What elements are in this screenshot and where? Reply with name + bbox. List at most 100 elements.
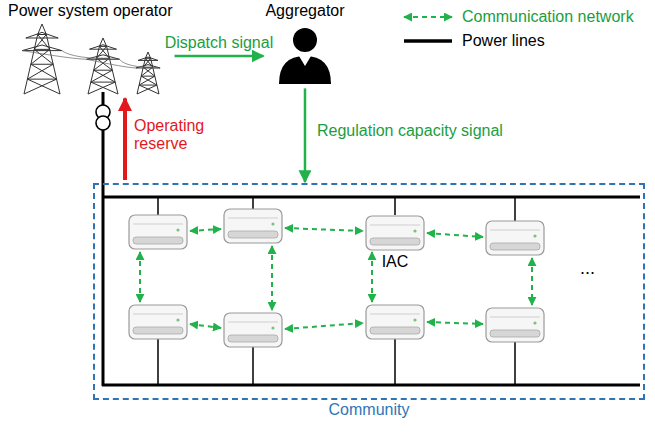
transformer-symbol [96, 105, 110, 130]
ac-vent [228, 335, 278, 342]
unit-drop-line [157, 339, 159, 385]
aggregator-node: Aggregator [265, 2, 344, 86]
ac-vent [370, 238, 420, 245]
air-conditioner [366, 305, 424, 339]
transmission-towers [8, 20, 168, 96]
signal-arrow [123, 98, 127, 180]
comm-link [285, 228, 363, 231]
unit-drop-line [157, 197, 159, 215]
air-conditioner [129, 215, 187, 249]
communication-links [140, 228, 532, 329]
tower-legs [137, 52, 159, 94]
ac-seam [228, 322, 278, 323]
comm-link [190, 229, 221, 231]
unit-drop-line [514, 342, 516, 385]
community-box: CommunityIAC [93, 183, 645, 400]
continuation-mark: ... [580, 258, 595, 279]
legend-text: Communication network [462, 8, 634, 26]
power-line [102, 384, 640, 387]
ac-vent [228, 231, 278, 238]
tower-bracing [91, 71, 115, 83]
air-conditioner-units [129, 209, 544, 347]
ac-led [533, 234, 536, 237]
ac-body [366, 216, 424, 250]
comm-link [285, 323, 363, 329]
ac-vent [133, 327, 183, 334]
signal-arrow [304, 88, 307, 182]
tower-legs [88, 38, 118, 94]
overhead-wire [87, 60, 136, 69]
unit-drop-line [394, 197, 396, 215]
overhead-wire [62, 51, 120, 60]
ac-seam [228, 218, 278, 219]
ac-body [486, 221, 544, 255]
tower-bracing [88, 82, 118, 94]
ac-led [271, 326, 274, 329]
comm-link [139, 252, 141, 302]
signal-label: Regulation capacity signal [317, 122, 503, 140]
person-head [293, 28, 317, 52]
ac-body [129, 215, 187, 249]
iac-drawing [365, 215, 425, 251]
signal-label: Operating reserve [134, 117, 216, 154]
overhead-wire [120, 60, 161, 69]
overhead-wires [22, 51, 160, 68]
iac-unit: IAC [365, 215, 425, 271]
legend-text: Power lines [462, 32, 545, 50]
tower-crossarm [22, 45, 62, 51]
transformer-coil [96, 116, 110, 130]
air-conditioner [129, 305, 187, 339]
air-conditioner [486, 308, 544, 342]
comm-link [427, 233, 483, 237]
signal-label: Dispatch signal [165, 34, 274, 52]
ac-body [366, 305, 424, 339]
legend-sample [400, 34, 456, 48]
person-body [279, 56, 331, 84]
ac-seam [370, 225, 420, 226]
comm-sample [404, 16, 452, 18]
ac-led [271, 222, 274, 225]
legend-sample [400, 10, 456, 24]
overhead-wire [22, 51, 86, 60]
legend: Communication networkPower lines [400, 5, 634, 53]
signal-arrow [175, 55, 264, 58]
ac-vent [490, 243, 540, 250]
air-conditioner [366, 216, 424, 250]
ac-vent [370, 327, 420, 334]
operator-node: Power system operator [8, 2, 173, 96]
legend-row: Power lines [400, 29, 634, 53]
tower-bracing [139, 77, 157, 86]
ac-seam [490, 230, 540, 231]
ac-body [224, 209, 282, 243]
unit-label: IAC [382, 253, 409, 271]
tower-bracing [24, 80, 60, 95]
ac-vent [490, 330, 540, 337]
community-label: Community [95, 401, 643, 419]
aggregator-icon [275, 26, 335, 86]
tower-crossarm [138, 57, 158, 60]
ac-seam [490, 317, 540, 318]
ac-led [176, 318, 179, 321]
unit-drop-line [514, 197, 516, 221]
comm-link [531, 258, 533, 305]
comm-link [371, 252, 373, 302]
ac-led [176, 228, 179, 231]
unit-drops [158, 197, 515, 385]
tower-crossarm [26, 33, 58, 39]
ac-seam [133, 314, 183, 315]
unit-drop-line [394, 339, 396, 385]
legend-row: Communication network [400, 5, 634, 29]
ac-body [486, 308, 544, 342]
tower-bracing [141, 68, 155, 77]
comm-link [427, 322, 483, 324]
tower-bracing [27, 65, 56, 80]
transmission-tower [22, 24, 62, 94]
ac-vent [133, 237, 183, 244]
power-lines [102, 92, 640, 386]
air-conditioner [224, 209, 282, 243]
comm-link [190, 324, 221, 328]
person-collar [299, 56, 311, 66]
